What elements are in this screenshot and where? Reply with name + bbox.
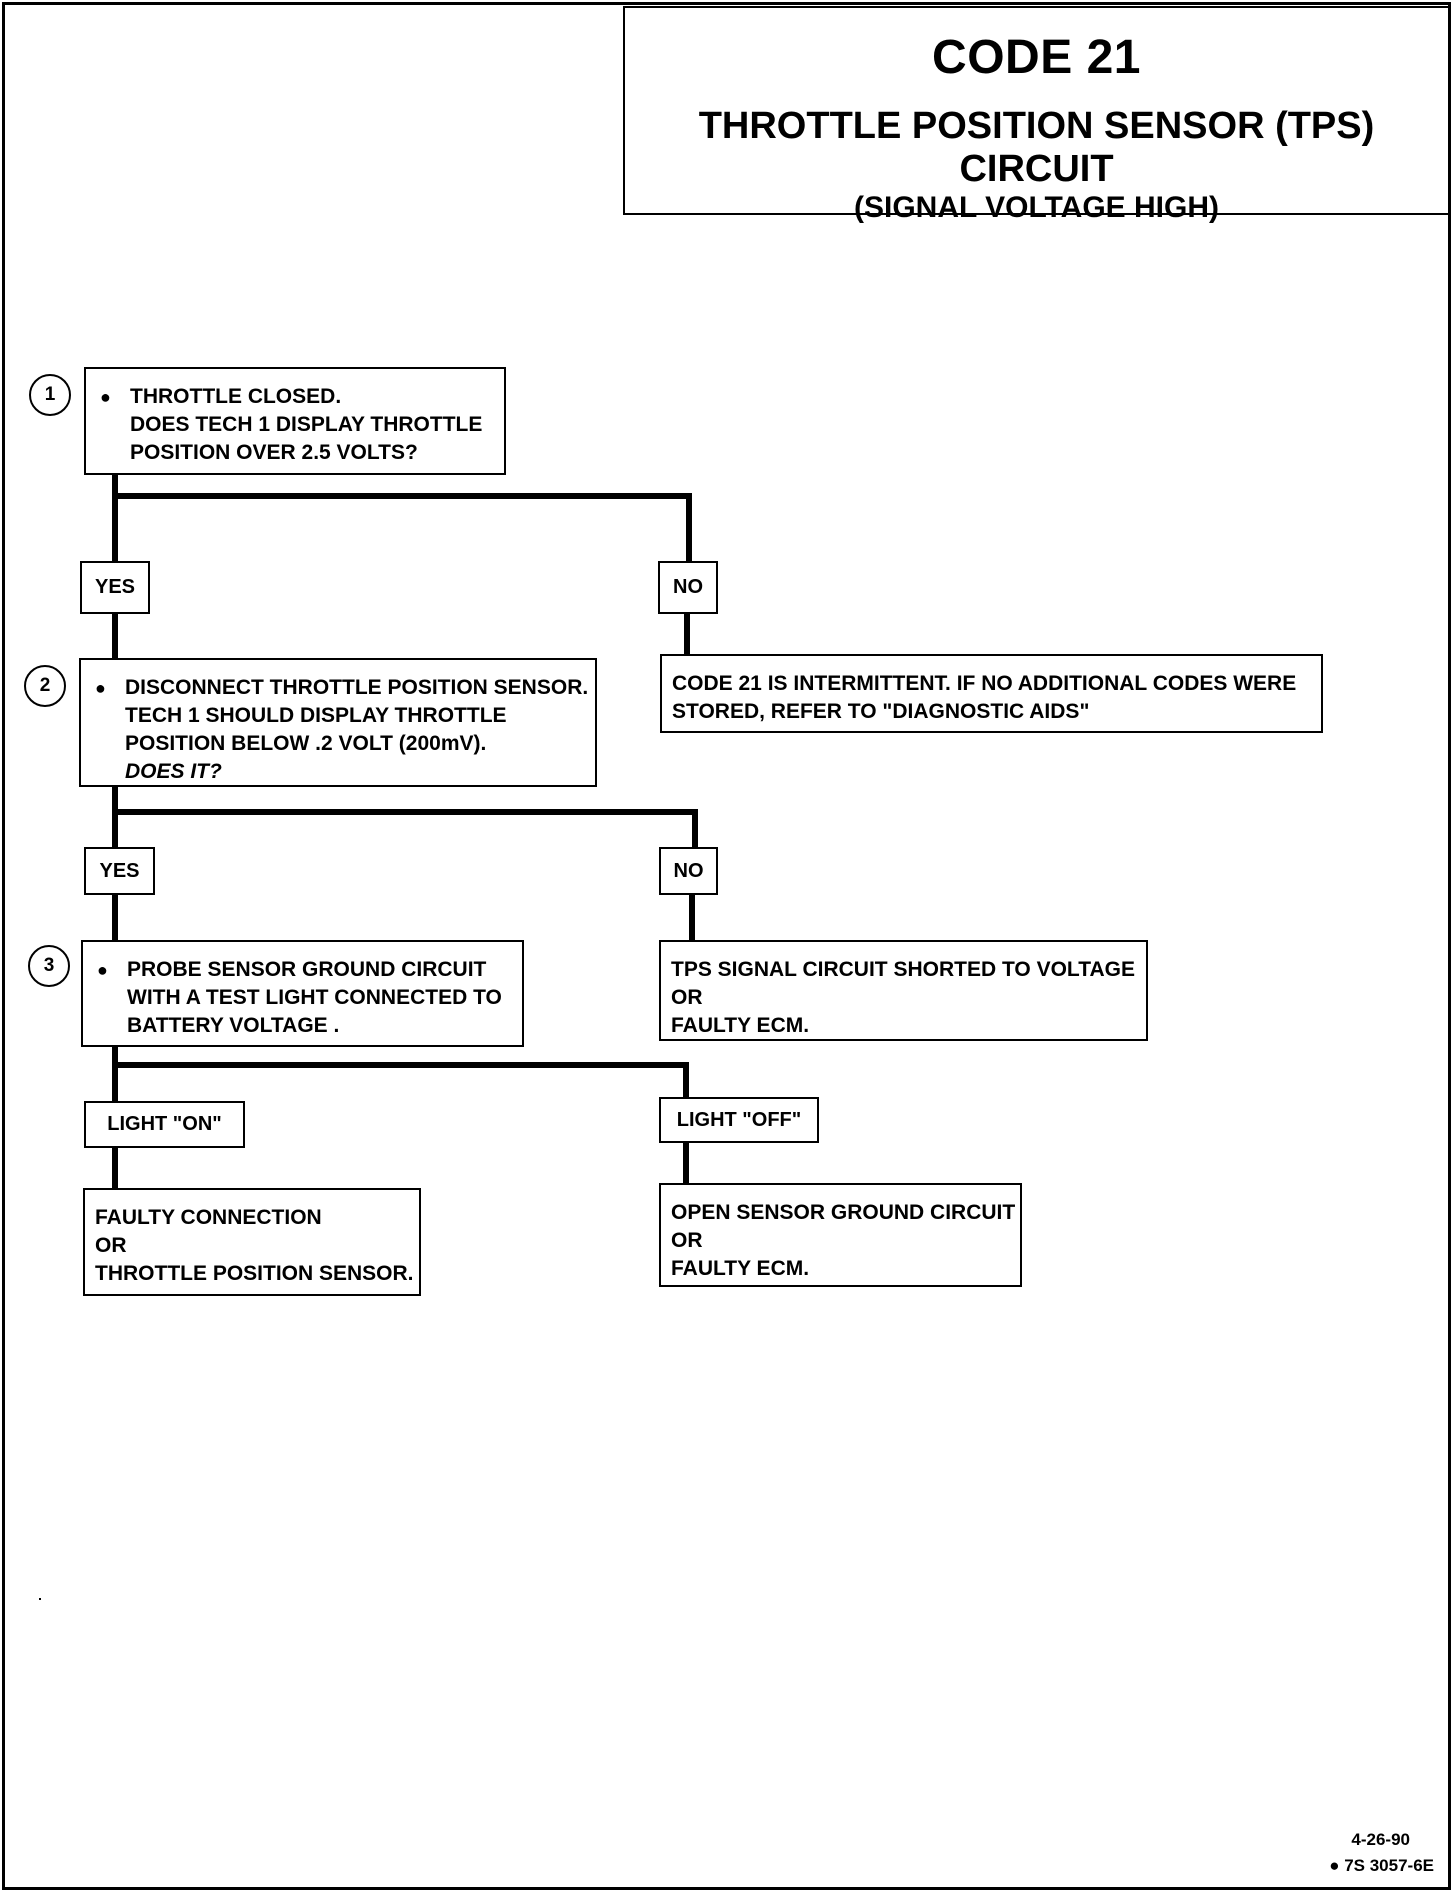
branch-label-yes: YES [84, 847, 155, 895]
branch-label-no: NO [659, 847, 718, 895]
result-line: FAULTY CONNECTION [95, 1206, 322, 1229]
step-line: DOES IT? [125, 760, 222, 783]
branch-label-light-off: LIGHT "OFF" [659, 1097, 819, 1143]
result-line: TPS SIGNAL CIRCUIT SHORTED TO VOLTAGE [671, 958, 1135, 981]
connector-line [112, 1062, 689, 1068]
result-line: OR [671, 1229, 703, 1252]
connector-line [112, 1148, 118, 1188]
connector-line [683, 1143, 689, 1183]
result-box-faulty-connection: FAULTY CONNECTION OR THROTTLE POSITION S… [83, 1188, 421, 1296]
connector-line [684, 614, 690, 654]
title-box: CODE 21 THROTTLE POSITION SENSOR (TPS) C… [623, 6, 1450, 224]
step-number-3: 3 [28, 945, 70, 987]
step-line: PROBE SENSOR GROUND CIRCUIT [127, 958, 487, 981]
connector-line [686, 493, 692, 561]
result-line: OR [671, 986, 703, 1009]
result-line: FAULTY ECM. [671, 1014, 810, 1037]
step-number-2: 2 [24, 665, 66, 707]
result-box-open-ground: OPEN SENSOR GROUND CIRCUIT OR FAULTY ECM… [659, 1183, 1022, 1287]
step-number-1: 1 [29, 374, 71, 416]
result-box-intermittent: CODE 21 IS INTERMITTENT. IF NO ADDITIONA… [660, 654, 1323, 733]
branch-label-light-on: LIGHT "ON" [84, 1101, 245, 1148]
connector-line [112, 809, 698, 815]
connector-line [112, 787, 118, 847]
connector-line [112, 614, 118, 658]
branch-label-yes: YES [80, 561, 150, 614]
result-line: OR [95, 1234, 127, 1257]
step-box-2: ● DISCONNECT THROTTLE POSITION SENSOR. T… [79, 658, 597, 787]
step-line: POSITION OVER 2.5 VOLTS? [130, 441, 418, 464]
connector-line [112, 895, 118, 940]
footer-date: 4-26-90 [1351, 1830, 1410, 1849]
step-line: TECH 1 SHOULD DISPLAY THROTTLE [125, 704, 507, 727]
result-line: OPEN SENSOR GROUND CIRCUIT [671, 1201, 1016, 1224]
bullet-icon: ● [97, 960, 108, 980]
step-line: DISCONNECT THROTTLE POSITION SENSOR. [125, 676, 589, 699]
footer-doc-number: ● 7S 3057-6E [1329, 1856, 1434, 1875]
bullet-icon: ● [95, 678, 106, 698]
result-line: FAULTY ECM. [671, 1257, 810, 1280]
step-line: WITH A TEST LIGHT CONNECTED TO [127, 986, 502, 1009]
connector-line [692, 809, 698, 847]
circuit-subtitle: (SIGNAL VOLTAGE HIGH) [854, 191, 1219, 224]
result-line: THROTTLE POSITION SENSOR. [95, 1262, 414, 1285]
code-title: CODE 21 [932, 31, 1141, 84]
connector-line [112, 475, 118, 561]
step-box-1: ● THROTTLE CLOSED. DOES TECH 1 DISPLAY T… [84, 367, 506, 475]
connector-line [112, 493, 692, 499]
step-box-3: ● PROBE SENSOR GROUND CIRCUIT WITH A TES… [81, 940, 524, 1047]
step-line: POSITION BELOW .2 VOLT (200mV). [125, 732, 487, 755]
bullet-icon: ● [100, 387, 111, 407]
result-line: CODE 21 IS INTERMITTENT. IF NO ADDITIONA… [672, 672, 1297, 695]
branch-label-no: NO [658, 561, 718, 614]
circuit-title: THROTTLE POSITION SENSOR (TPS) CIRCUIT [698, 105, 1375, 190]
result-line: STORED, REFER TO "DIAGNOSTIC AIDS" [672, 700, 1090, 723]
connector-line [683, 1062, 689, 1097]
step-line: DOES TECH 1 DISPLAY THROTTLE [130, 413, 483, 436]
result-box-shorted: TPS SIGNAL CIRCUIT SHORTED TO VOLTAGE OR… [659, 940, 1148, 1041]
connector-line [112, 1041, 118, 1101]
step-line: BATTERY VOLTAGE . [127, 1014, 340, 1037]
step-line: THROTTLE CLOSED. [130, 385, 342, 408]
stray-mark [39, 1598, 41, 1600]
connector-line [689, 895, 695, 940]
